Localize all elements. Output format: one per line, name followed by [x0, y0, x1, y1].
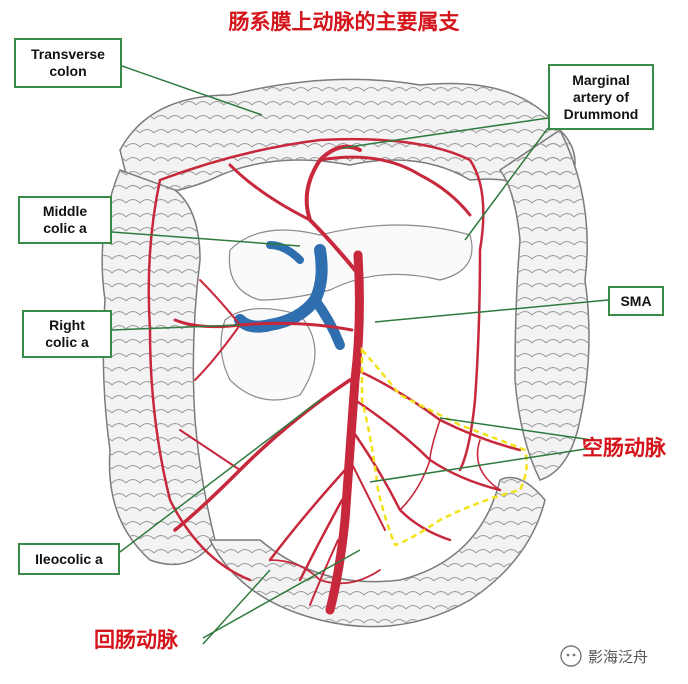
vein — [234, 241, 345, 350]
label-middle-colic: Middle colic a — [18, 196, 112, 244]
label-sma: SMA — [608, 286, 664, 316]
diagram-title: 肠系膜上动脉的主要属支 — [228, 9, 460, 34]
leader-lines — [111, 65, 609, 645]
label-transverse-colon: Transverse colon — [14, 38, 122, 88]
label-jejunal-arteries: 空肠动脉 — [582, 435, 666, 460]
watermark: 影海泛舟 — [560, 645, 648, 667]
pancreas-duodenum — [220, 224, 473, 401]
label-ileocolic: Ileocolic a — [18, 543, 120, 575]
label-marginal-artery: Marginal artery of Drummond — [548, 64, 654, 130]
watermark-text: 影海泛舟 — [588, 647, 649, 666]
label-right-colic: Right colic a — [22, 310, 112, 358]
wechat-logo-icon — [560, 645, 582, 667]
jejunal-region-outline — [360, 346, 528, 547]
label-ileal-arteries: 回肠动脉 — [94, 627, 178, 652]
